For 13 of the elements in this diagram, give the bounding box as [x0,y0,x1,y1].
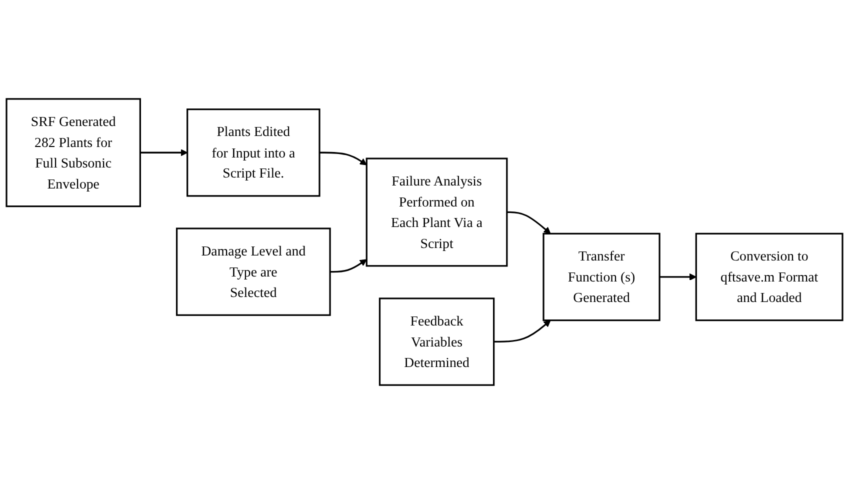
node-box: Transfer Function (s) Generated [542,232,660,322]
arrow [494,320,551,343]
node-box: Feedback Variables Determined [378,298,495,386]
arrow [140,149,188,156]
arrow [506,211,551,234]
node-box: Damage Level and Type are Selected [176,228,331,316]
node-box: Plants Edited for Input into a Script File. [186,108,320,197]
arrow [330,259,367,273]
node-box: Conversion to qftsave.m Format and Loaded [695,232,844,322]
node-box: SRF Generated 282 Plants for Full Subsonic Envelope [6,98,141,208]
arrow [319,152,367,166]
node-box: Failure Analysis Performed on Each Plant Via a Script [366,158,508,267]
arrow [660,273,696,281]
